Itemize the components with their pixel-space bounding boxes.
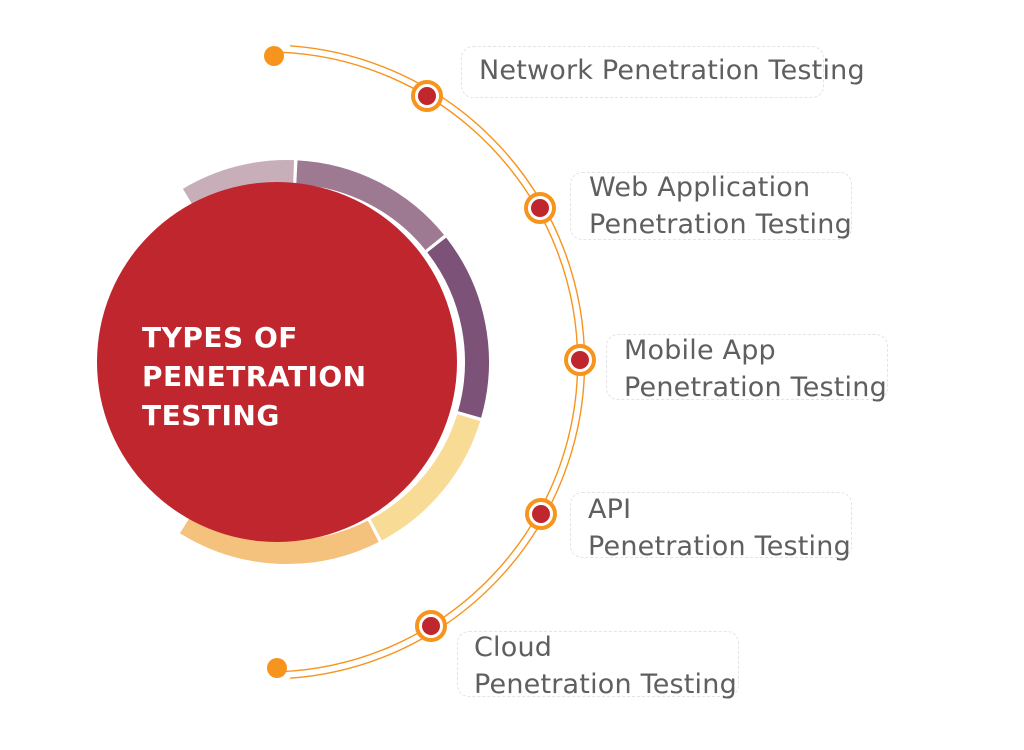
center-title-line-1: TYPES OF	[142, 321, 298, 354]
label-web-application: Web Application Penetration Testing	[589, 169, 852, 243]
label-network: Network Penetration Testing	[479, 52, 865, 89]
node-mobile-app	[564, 344, 596, 376]
label-box-mobile-app	[606, 334, 888, 400]
label-mobile-app-line-1: Mobile App	[624, 335, 776, 366]
ring-segment-light-orange	[179, 512, 379, 564]
outer-ring	[179, 160, 489, 564]
center-title: TYPES OF PENETRATION TESTING	[142, 318, 367, 435]
label-mobile-app-line-2: Penetration Testing	[624, 372, 887, 403]
node-web-application	[524, 192, 556, 224]
arc-end-dot-bottom	[267, 658, 287, 678]
label-api-line-1: API	[588, 494, 632, 525]
label-cloud-line-2: Penetration Testing	[474, 669, 737, 700]
ring-segment-purple	[427, 237, 489, 418]
label-box-web-application	[570, 172, 852, 240]
center-circle	[97, 182, 457, 542]
label-web-application-line-2: Penetration Testing	[589, 209, 852, 240]
ring-segment-light-mauve	[182, 160, 295, 210]
label-cloud-line-1: Cloud	[474, 632, 553, 663]
center-title-line-2: PENETRATION	[142, 360, 367, 393]
label-api-line-2: Penetration Testing	[588, 531, 851, 562]
label-mobile-app: Mobile App Penetration Testing	[624, 332, 887, 406]
arc-end-dot-top	[264, 46, 284, 66]
label-api: API Penetration Testing	[588, 491, 851, 565]
ring-segment-pale-yellow	[370, 413, 481, 541]
label-box-cloud	[457, 631, 739, 697]
ring-segment-mauve	[296, 160, 445, 251]
label-web-application-line-1: Web Application	[589, 172, 811, 203]
node-network	[411, 80, 443, 112]
label-box-network	[461, 46, 824, 98]
node-cloud	[415, 610, 447, 642]
node-api	[525, 498, 557, 530]
label-network-line-1: Network Penetration Testing	[479, 55, 865, 86]
label-box-api	[570, 492, 852, 558]
label-cloud: Cloud Penetration Testing	[474, 629, 737, 703]
center-title-line-3: TESTING	[142, 399, 280, 432]
